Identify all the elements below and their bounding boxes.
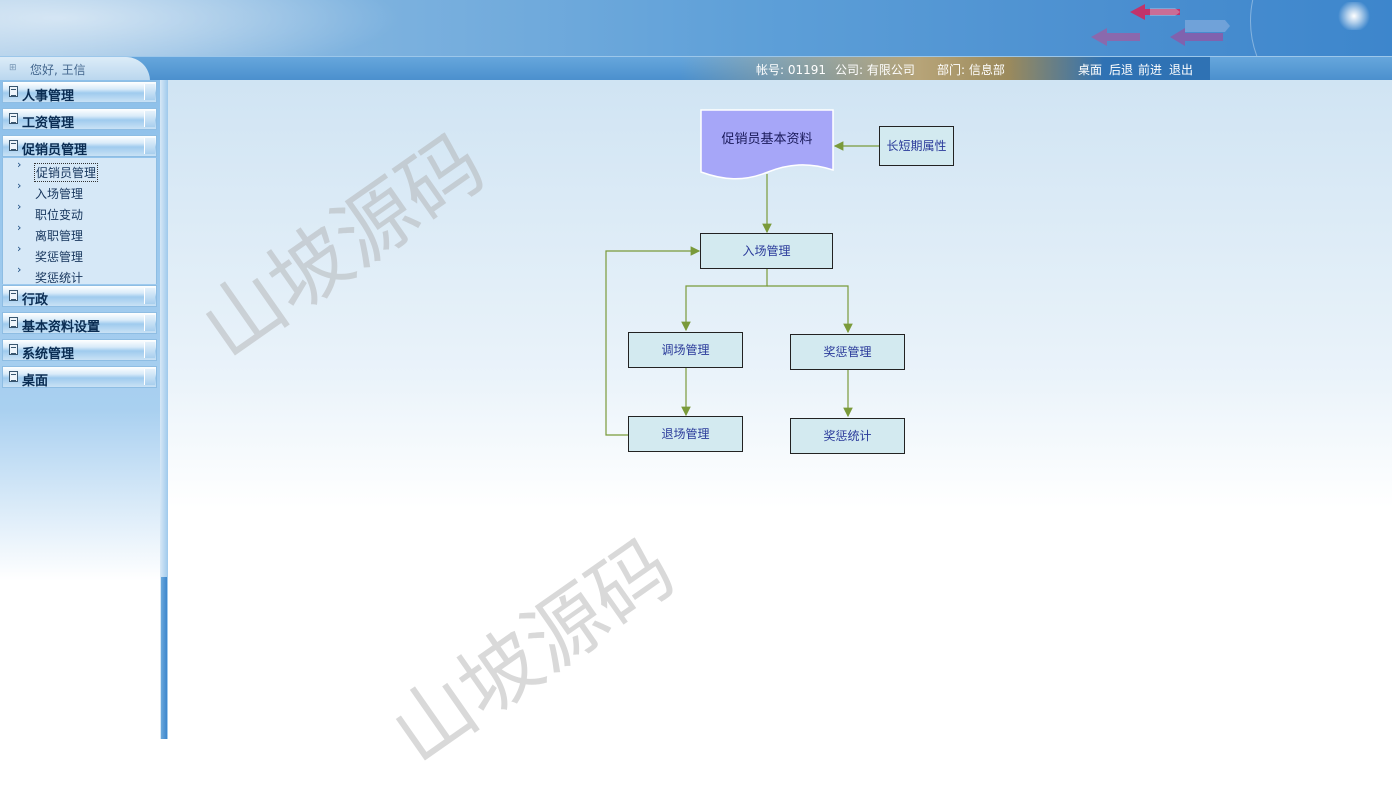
document-icon — [9, 86, 18, 97]
nav-back-link[interactable]: 后退 — [1109, 63, 1134, 77]
greeting-tab: ⊞ 您好, 王信 — [0, 57, 150, 81]
document-icon — [9, 371, 18, 382]
menu-desktop[interactable]: 桌面 — [2, 366, 157, 389]
promoter-submenu: › 促销员管理 › 入场管理 › 职位变动 › 离职管理 › 奖惩管理 › 奖惩… — [2, 158, 157, 285]
flow-transfer-box[interactable]: 调场管理 — [628, 332, 743, 368]
menu-label: 促销员管理 — [22, 143, 88, 158]
menu-admin[interactable]: 行政 — [2, 285, 157, 308]
menu-label: 系统管理 — [22, 347, 75, 362]
top-toolbar: ⊞ 您好, 王信 帐号: 01191 公司: 有限公司 部门: 信息部 桌面 后… — [0, 56, 1392, 81]
submenu-label: 促销员管理 — [34, 163, 99, 182]
menu-cap — [144, 288, 155, 304]
banner-arrows-icon — [1091, 4, 1230, 46]
arrow-exit-to-entry — [605, 246, 701, 436]
document-icon — [9, 290, 18, 301]
menu-label: 工资管理 — [22, 116, 75, 131]
user-info-bar — [680, 57, 1210, 81]
flow-doc-label: 促销员基本资料 — [721, 132, 813, 147]
account-info: 帐号: 01191 — [756, 63, 827, 77]
flow-attr-box[interactable]: 长短期属性 — [879, 126, 954, 166]
flow-attr-label: 长短期属性 — [886, 139, 947, 153]
arrow-entry-to-transfer — [681, 269, 768, 332]
greeting-text: 您好, 王信 — [30, 63, 86, 77]
banner-arc-decoration — [1250, 0, 1392, 56]
menu-label: 桌面 — [22, 374, 49, 389]
company-info: 公司: 有限公司 — [835, 63, 915, 77]
document-icon — [9, 113, 18, 124]
banner-light-streak — [0, 0, 460, 56]
department-info: 部门: 信息部 — [937, 63, 1005, 77]
nav-forward-link[interactable]: 前进 — [1138, 63, 1163, 77]
nav-logout-link[interactable]: 退出 — [1169, 63, 1194, 77]
document-icon — [9, 344, 18, 355]
document-icon — [9, 317, 18, 328]
chevron-right-icon: › — [17, 263, 22, 276]
flow-reward-stats-box[interactable]: 奖惩统计 — [790, 418, 905, 454]
flow-doc-basic-info[interactable]: 促销员基本资料 — [701, 110, 833, 160]
nav-desktop-link[interactable]: 桌面 — [1078, 63, 1103, 77]
submenu-label: 入场管理 — [35, 187, 84, 201]
menu-cap — [144, 342, 155, 358]
submenu-label: 职位变动 — [35, 208, 84, 222]
chevron-right-icon: › — [17, 200, 22, 213]
flow-exit-box[interactable]: 退场管理 — [628, 416, 743, 452]
menu-system[interactable]: 系统管理 — [2, 339, 157, 362]
menu-personnel[interactable]: 人事管理 — [2, 81, 157, 104]
sidebar-scroll-thumb[interactable] — [161, 577, 167, 739]
flow-reward-label: 奖惩管理 — [823, 345, 872, 359]
menu-promoter[interactable]: 促销员管理 — [2, 135, 157, 158]
sidebar: 人事管理 工资管理 促销员管理 › 促销员管理 › 入场管理 › 职位变动 › … — [0, 80, 168, 739]
submenu-label: 奖惩统计 — [35, 271, 84, 285]
chevron-right-icon: › — [17, 221, 22, 234]
banner-sun-glow — [1336, 2, 1372, 30]
flow-entry-box[interactable]: 入场管理 — [700, 233, 833, 269]
menu-label: 基本资料设置 — [22, 320, 101, 335]
flowchart-connectors — [605, 109, 879, 436]
menu-cap — [144, 138, 155, 154]
menu-cap — [144, 315, 155, 331]
header-banner — [0, 0, 1392, 56]
flow-reward-stats-label: 奖惩统计 — [823, 429, 872, 443]
menu-label: 人事管理 — [22, 89, 75, 104]
flow-exit-label: 退场管理 — [661, 427, 710, 441]
menu-cap — [144, 111, 155, 127]
chevron-right-icon: › — [17, 158, 22, 171]
doc-shape — [700, 109, 834, 180]
chevron-right-icon: › — [17, 242, 22, 255]
arrow-entry-to-reward — [767, 285, 853, 334]
main-content: 促销员基本资料 长短期属性 入场管理 调场管理 奖惩管理 退场管理 奖惩统计 — [168, 80, 1392, 739]
submenu-label: 奖惩管理 — [35, 250, 84, 264]
submenu-label: 离职管理 — [35, 229, 84, 243]
sidebar-divider[interactable] — [160, 80, 168, 739]
menu-basic-settings[interactable]: 基本资料设置 — [2, 312, 157, 335]
menu-label: 行政 — [22, 293, 49, 308]
chevron-right-icon: › — [17, 179, 22, 192]
flow-entry-label: 入场管理 — [742, 244, 791, 258]
flow-reward-box[interactable]: 奖惩管理 — [790, 334, 905, 370]
menu-cap — [144, 84, 155, 100]
flow-transfer-label: 调场管理 — [661, 343, 710, 357]
menu-payroll[interactable]: 工资管理 — [2, 108, 157, 131]
document-icon — [9, 140, 18, 151]
menu-cap — [144, 369, 155, 385]
grid-dot-icon: ⊞ — [9, 63, 17, 73]
